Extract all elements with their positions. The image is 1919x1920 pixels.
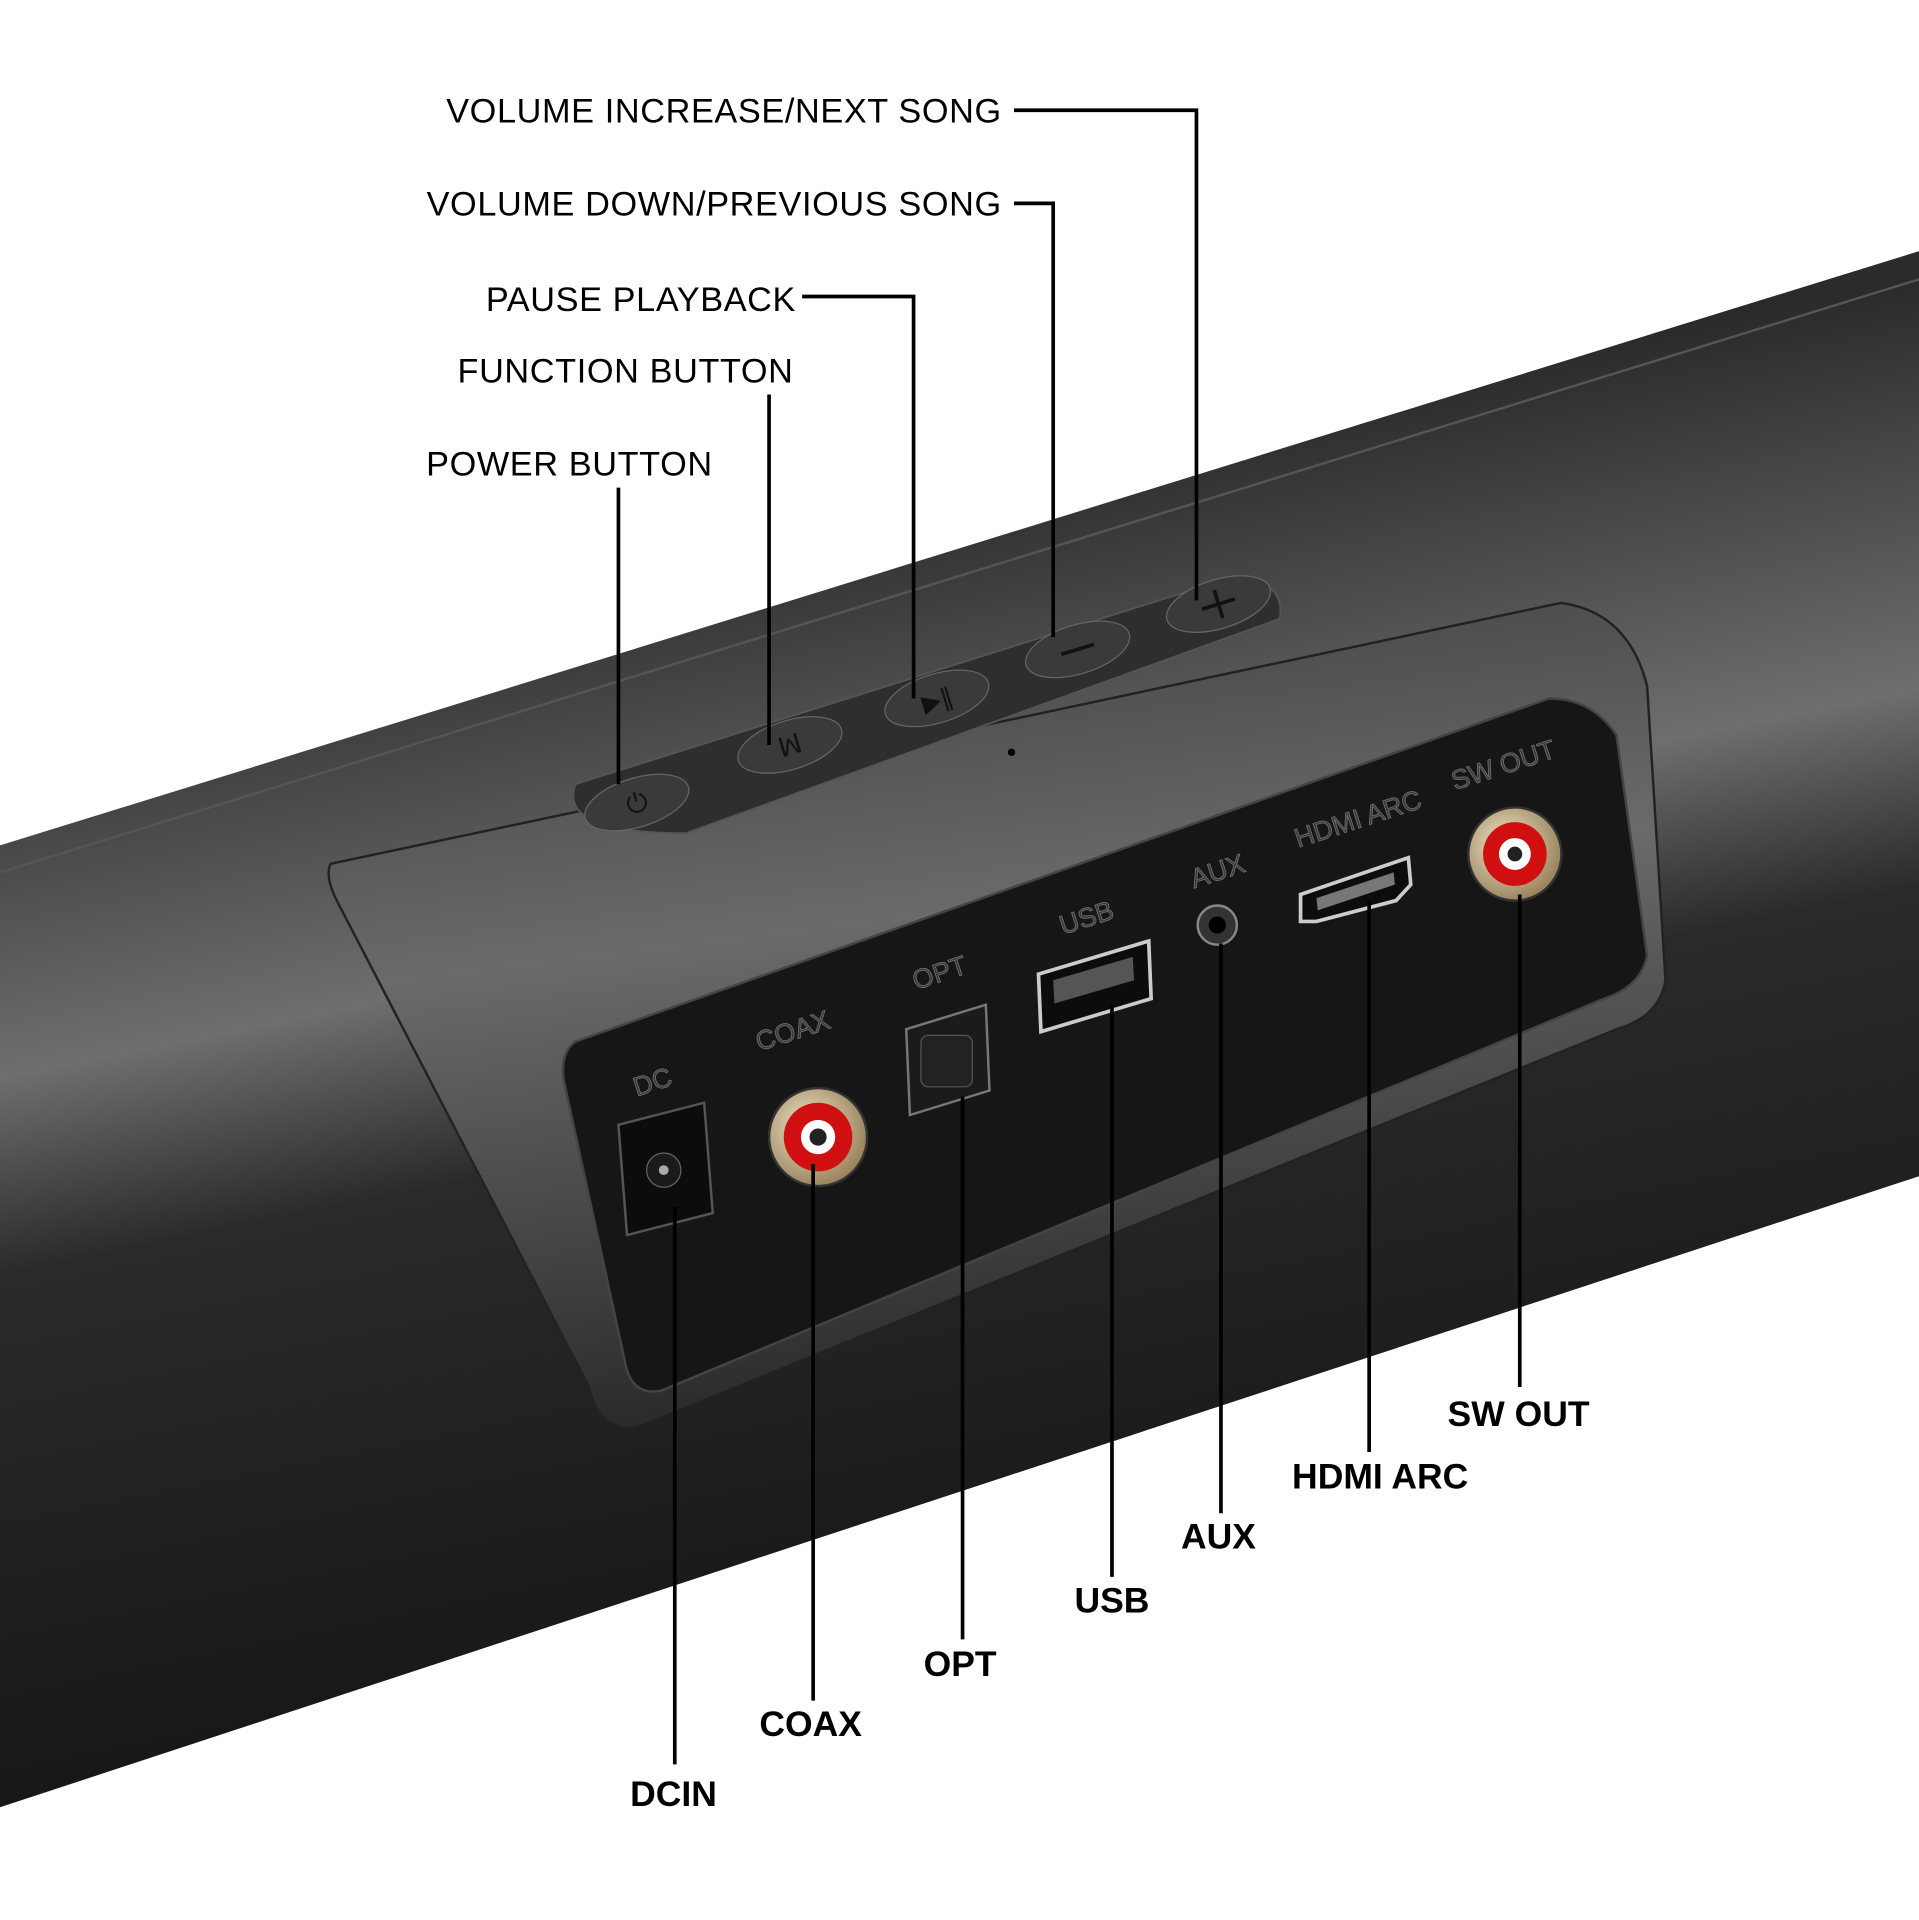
label-hdmi-arc: HDMI ARC — [1292, 1457, 1468, 1497]
plus-icon — [1201, 589, 1236, 619]
label-coax: COAX — [759, 1704, 862, 1744]
function-button[interactable]: M — [731, 706, 848, 784]
label-function: FUNCTION BUTTON — [458, 352, 794, 390]
label-pause: PAUSE PLAYBACK — [486, 281, 796, 319]
sw-out-port — [1467, 806, 1563, 902]
label-volume-up: VOLUME INCREASE/NEXT SONG — [446, 93, 1002, 131]
label-sw-out: SW OUT — [1448, 1394, 1590, 1434]
coax-port — [767, 1086, 869, 1188]
play-pause-button[interactable]: ▶‖ — [878, 659, 995, 737]
minus-icon — [1060, 642, 1095, 657]
aux-port — [1196, 904, 1239, 946]
label-usb: USB — [1074, 1580, 1149, 1620]
body-edge-line — [0, 278, 1919, 874]
volume-up-button[interactable] — [1160, 565, 1277, 643]
label-power: POWER BUTTON — [426, 445, 713, 483]
microphone-hole — [1007, 748, 1016, 756]
hdmi-port — [1298, 855, 1413, 924]
label-opt: OPT — [924, 1644, 997, 1684]
optical-port — [904, 1003, 991, 1117]
label-volume-down: VOLUME DOWN/PREVIOUS SONG — [427, 186, 1002, 224]
label-dcin: DCIN — [630, 1774, 717, 1814]
usb-port — [1036, 938, 1154, 1035]
power-button[interactable]: ⏻ — [578, 763, 695, 841]
dc-port — [617, 1101, 715, 1237]
button-strip: ⏻ M ▶‖ — [572, 565, 1282, 841]
leader-pause — [802, 294, 916, 699]
leader-volume-up — [1013, 108, 1199, 601]
leader-volume-down — [1013, 201, 1056, 638]
label-aux: AUX — [1181, 1517, 1256, 1557]
